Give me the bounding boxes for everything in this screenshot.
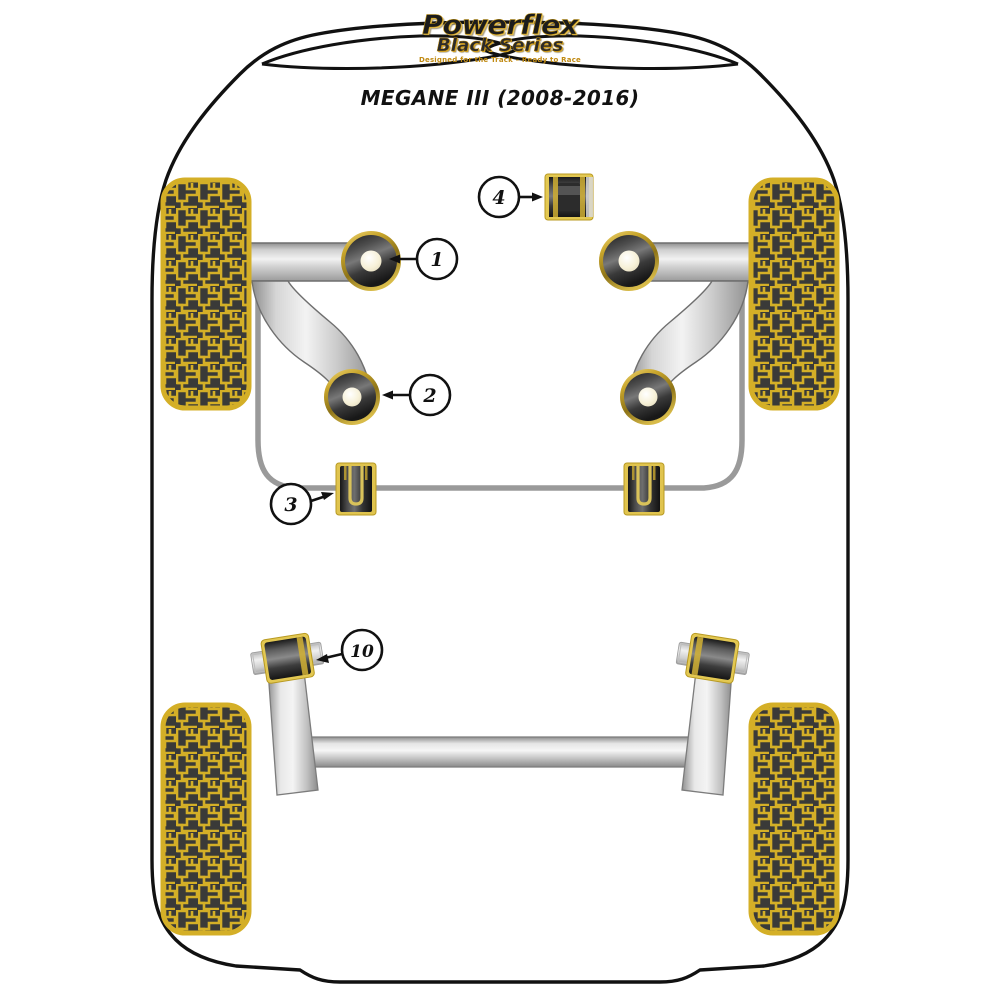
- callout-10[interactable]: 10: [316, 628, 384, 672]
- rear-left-tire: [160, 702, 252, 936]
- front-left-tire: [160, 177, 252, 411]
- callout-10-label: 10: [350, 642, 374, 662]
- bush-1-front-wishbone-front-left: [341, 231, 401, 291]
- front-lower-wishbone-left: [247, 242, 373, 399]
- callout-2[interactable]: 2: [382, 373, 452, 417]
- callout-3[interactable]: 3: [269, 482, 334, 526]
- bush-1-front-wishbone-front-right: [599, 231, 659, 291]
- callout-4[interactable]: 4: [477, 175, 543, 219]
- bush-10-rear-beam-mount-right: [675, 632, 750, 684]
- bush-2-front-wishbone-rear-left: [324, 369, 380, 425]
- bush-10-rear-beam-mount-left: [250, 632, 325, 684]
- rear-torsion-beam-axle: [282, 736, 718, 768]
- callout-1[interactable]: 1: [389, 237, 459, 281]
- bush-3-anti-roll-bar-right: [623, 462, 665, 516]
- bush-4-anti-roll-bar-link: [544, 173, 594, 221]
- callout-3-label: 3: [284, 494, 297, 516]
- bush-3-anti-roll-bar-left: [335, 462, 377, 516]
- car-body-outline: [150, 20, 850, 984]
- callout-1-label: 1: [430, 249, 443, 271]
- callout-2-label: 2: [422, 385, 436, 407]
- rear-right-tire: [748, 702, 840, 936]
- bonnet-crease-lines: [261, 34, 739, 70]
- front-right-tire: [748, 177, 840, 411]
- callout-4-label: 4: [492, 187, 505, 209]
- front-anti-roll-bar: [255, 245, 745, 491]
- bush-2-front-wishbone-rear-right: [620, 369, 676, 425]
